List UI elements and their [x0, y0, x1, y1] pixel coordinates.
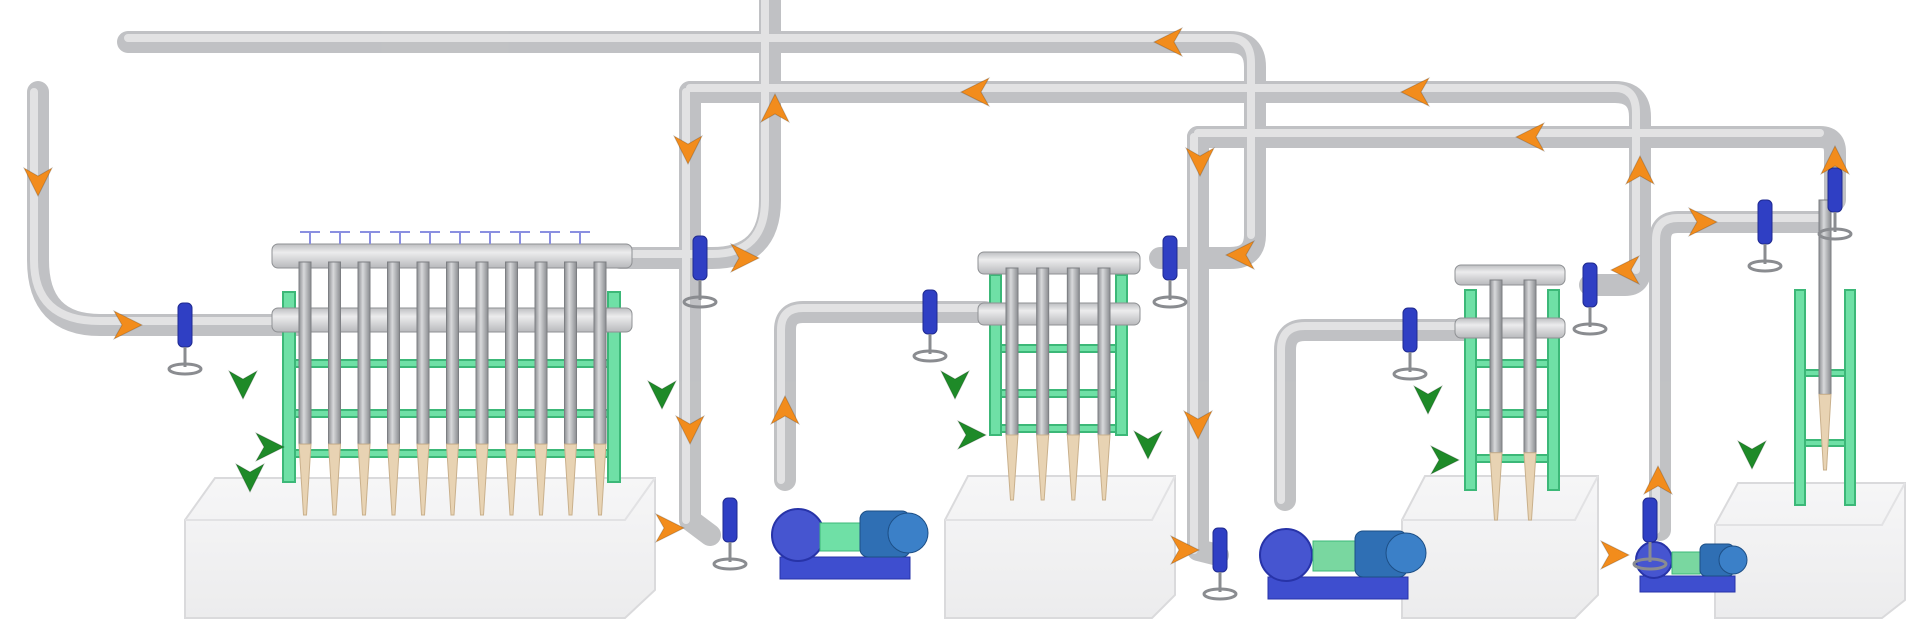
- third-overflow-pipe: [1187, 126, 1846, 211]
- flow-direction-arrow-icon: [1599, 539, 1631, 571]
- flow-direction-arrow-icon: [959, 76, 991, 108]
- flow-direction-arrow-icon: [1736, 439, 1768, 471]
- pumps: [771, 508, 1748, 600]
- stage1-feed-riser: [679, 81, 721, 546]
- flow-direction-arrow-icon: [1429, 444, 1461, 476]
- hydrocyclone-icon: [504, 261, 519, 516]
- gate-valve-icon: [712, 497, 748, 571]
- hydrocyclone-icon: [298, 261, 312, 516]
- flow-direction-arrow-icon: [22, 166, 54, 198]
- gate-valve-icon: [1817, 167, 1853, 241]
- stage3-return-pipe: [1187, 126, 1229, 566]
- hydrocyclone-bank-stage-3: [1454, 264, 1566, 521]
- centrifugal-pump-icon: [771, 508, 929, 580]
- flow-direction-arrow-icon: [227, 369, 259, 401]
- header-vents-stage-1: [300, 231, 590, 244]
- tank-stage-4: [1714, 482, 1906, 619]
- flow-direction-arrow-icon: [254, 431, 286, 463]
- centrifugal-pump-icon: [1635, 541, 1748, 593]
- gate-valve-icon: [1572, 262, 1608, 336]
- hydrocyclone-icon: [357, 261, 371, 516]
- flow-direction-arrow-icon: [956, 419, 988, 451]
- hydrocyclone-icon: [534, 261, 548, 516]
- collection-tanks: [184, 475, 1906, 619]
- flow-direction-arrow-icon: [1169, 534, 1201, 566]
- hydrocyclone-icon: [386, 261, 401, 516]
- flow-direction-arrow-icon: [1399, 76, 1431, 108]
- flow-direction-arrow-icon: [769, 394, 801, 426]
- gate-valve-icon: [1392, 307, 1428, 381]
- hydrocyclone-icon: [1818, 199, 1832, 471]
- flow-direction-arrow-icon: [654, 512, 686, 544]
- frame-stage-3: [1464, 289, 1560, 491]
- flow-direction-arrow-icon: [672, 134, 704, 166]
- upper-header-stage-2: [977, 251, 1141, 275]
- gate-valve-icon: [1202, 527, 1238, 601]
- flow-direction-arrow-icon: [1224, 239, 1256, 271]
- flow-direction-arrow-icon: [1152, 26, 1184, 58]
- flow-direction-arrow-icon: [1819, 144, 1851, 176]
- tank-stage-2: [944, 475, 1176, 619]
- hydrocyclone-icon: [1066, 267, 1080, 501]
- hydrocyclone-icon: [1097, 267, 1111, 501]
- tank-stage-3: [1401, 475, 1599, 619]
- inlet-pipe: [27, 81, 311, 336]
- hydrocyclone-icon: [593, 261, 607, 516]
- hydrocyclone-icon: [563, 261, 578, 516]
- flow-arrows: [22, 26, 1851, 571]
- hydrocyclone-icon: [1489, 279, 1503, 521]
- pipe-network: [27, 0, 1846, 566]
- flow-direction-arrow-icon: [1412, 384, 1444, 416]
- flow-direction-arrow-icon: [1624, 154, 1656, 186]
- hydrocyclone-icon: [1005, 267, 1019, 501]
- hydrocyclone-icon: [416, 261, 430, 516]
- gate-valve-icon: [682, 235, 718, 309]
- centrifugal-pump-icon: [1259, 528, 1427, 600]
- gate-valve-icon: [167, 302, 203, 376]
- hydrocyclone-icon: [1523, 279, 1537, 521]
- valves: [167, 167, 1853, 601]
- hydrocyclone-bank-stage-1: [271, 231, 633, 516]
- flow-direction-arrow-icon: [112, 309, 144, 341]
- tank-stage-1: [184, 477, 656, 619]
- flow-direction-arrow-icon: [1132, 429, 1164, 461]
- flow-direction-arrow-icon: [646, 379, 678, 411]
- upper-header-stage-3: [1454, 264, 1566, 286]
- gate-valve-icon: [912, 289, 948, 363]
- hydrocyclone-icon: [1036, 267, 1050, 501]
- gate-valve-icon: [1152, 235, 1188, 309]
- flow-direction-arrow-icon: [759, 92, 791, 124]
- flow-direction-arrow-icon: [1184, 146, 1216, 178]
- flow-direction-arrow-icon: [939, 369, 971, 401]
- frame-stage-2: [989, 274, 1128, 436]
- hydrocyclone-icon: [327, 261, 342, 516]
- flow-direction-arrow-icon: [729, 242, 761, 274]
- lower-header-stage-2: [977, 302, 1141, 326]
- hydrocyclone-bank-stage-2: [977, 251, 1141, 501]
- gate-valve-icon: [1632, 497, 1668, 571]
- lower-header-stage-3: [1454, 317, 1566, 339]
- gate-valve-icon: [1747, 199, 1783, 273]
- hydrocyclone-bank-stage-4: [1794, 199, 1856, 506]
- flow-direction-arrow-icon: [1514, 121, 1546, 153]
- flow-direction-arrow-icon: [674, 414, 706, 446]
- flow-direction-arrow-icon: [1642, 464, 1674, 496]
- hydrocyclone-icon: [445, 261, 460, 516]
- flow-direction-arrow-icon: [234, 462, 266, 494]
- hydrocyclone-icon: [475, 261, 489, 516]
- flow-direction-arrow-icon: [1182, 409, 1214, 441]
- flow-direction-arrow-icon: [1609, 254, 1641, 286]
- stage3-feed-pipe: [1274, 319, 1481, 511]
- flow-direction-arrow-icon: [1687, 206, 1719, 238]
